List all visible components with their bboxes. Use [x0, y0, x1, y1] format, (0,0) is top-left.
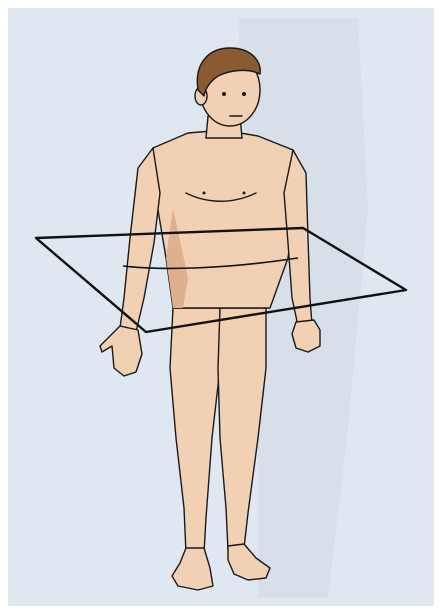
right-hand — [292, 320, 320, 352]
left-arm — [120, 148, 160, 332]
left-leg — [170, 308, 220, 553]
left-eye — [222, 92, 226, 96]
illustration-panel — [8, 8, 434, 606]
right-eye — [242, 92, 246, 96]
left-hand — [100, 326, 142, 376]
nipple-right — [243, 192, 246, 195]
left-foot — [172, 548, 213, 590]
nipple-left — [203, 192, 206, 195]
anatomy-illustration — [8, 8, 434, 606]
